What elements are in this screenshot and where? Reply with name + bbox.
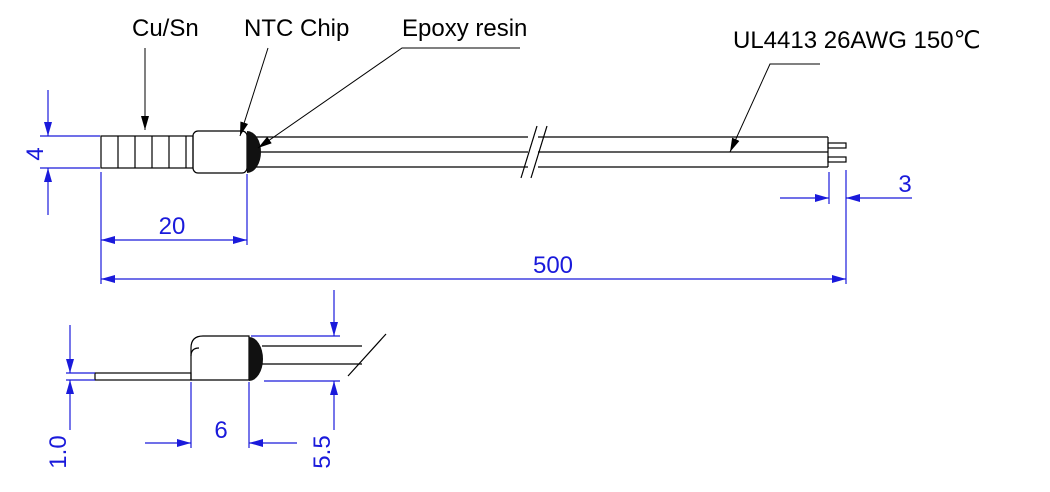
dim-body-length-value: 20 bbox=[159, 213, 186, 240]
side-view: 1.0 6 5.5 bbox=[45, 290, 387, 469]
dim-strip-length-value: 3 bbox=[898, 171, 911, 198]
label-ntc-chip: NTC Chip bbox=[244, 15, 349, 42]
conductor-tip bbox=[827, 142, 847, 149]
dim-side-length-value: 6 bbox=[214, 417, 227, 444]
dim-side-height-value: 5.5 bbox=[309, 435, 336, 468]
epoxy-dome bbox=[247, 131, 261, 173]
leader-ntc-chip bbox=[239, 47, 269, 137]
epoxy-dome-side bbox=[249, 337, 263, 381]
top-view: Cu/Sn NTC Chip Epoxy resin UL4413 26AWG … bbox=[22, 15, 981, 284]
break-mark-side bbox=[347, 333, 387, 377]
dim-height-value: 4 bbox=[22, 147, 49, 160]
break-mark bbox=[520, 125, 538, 179]
label-wire-spec: UL4413 26AWG 150℃ bbox=[733, 27, 981, 54]
dim-total-length bbox=[101, 170, 847, 284]
chip-body-side bbox=[190, 335, 250, 381]
label-cu-sn: Cu/Sn bbox=[132, 15, 199, 42]
sleeve-tab bbox=[94, 372, 192, 381]
dim-height bbox=[40, 90, 100, 215]
dim-total-length-value: 500 bbox=[533, 252, 573, 279]
dim-side-length bbox=[145, 382, 297, 448]
dim-side-height bbox=[251, 290, 340, 430]
label-epoxy-resin: Epoxy resin bbox=[402, 15, 527, 42]
ntc-chip-body bbox=[192, 130, 248, 174]
break-mark bbox=[530, 125, 548, 179]
conductor-tip bbox=[827, 156, 847, 163]
fold-line bbox=[190, 347, 200, 357]
dim-side-thickness bbox=[66, 325, 95, 430]
leader-epoxy bbox=[257, 47, 520, 149]
wire-pair bbox=[252, 125, 847, 179]
dim-body-length bbox=[100, 172, 248, 284]
cu-sn-sleeve bbox=[100, 135, 194, 169]
dim-side-thickness-value: 1.0 bbox=[45, 435, 72, 468]
leader-wire bbox=[729, 63, 820, 153]
dim-strip-length bbox=[780, 172, 912, 204]
